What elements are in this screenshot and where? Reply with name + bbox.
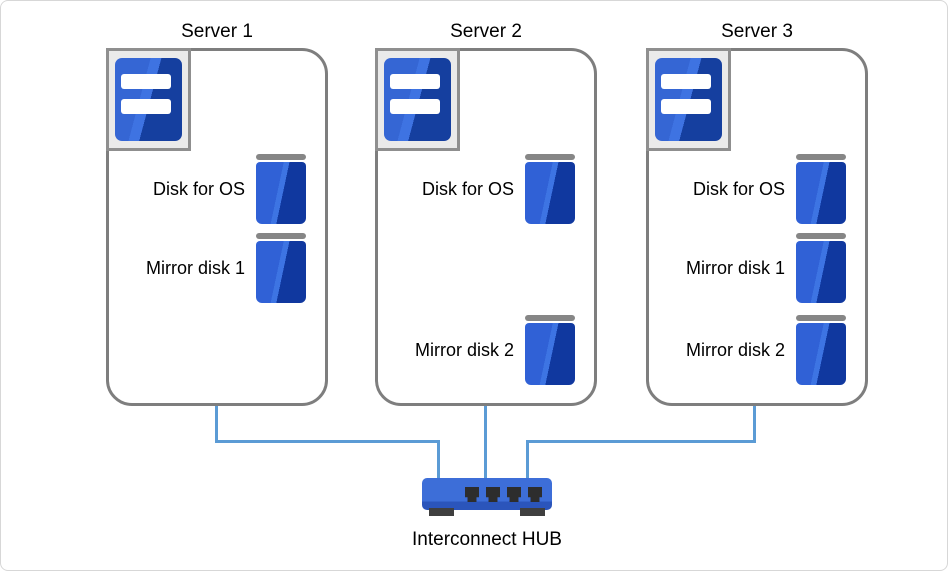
hub-foot-right (520, 508, 545, 516)
server-box: Disk for OS Mirror disk 2 (375, 48, 597, 406)
disk-row: Disk for OS (422, 154, 575, 224)
disk-label: Mirror disk 2 (414, 339, 514, 360)
connector-server3-vertical (753, 406, 756, 442)
disk-row: Mirror disk 2 (686, 315, 846, 385)
disk-label: Disk for OS (152, 178, 245, 199)
disk-label: Mirror disk 2 (685, 339, 785, 360)
disk-row: Mirror disk 2 (415, 315, 575, 385)
server-title: Server 3 (721, 21, 793, 42)
disk-body (796, 241, 846, 303)
server-group: Server 3 Disk for OS Mirror disk 1 Mirro… (646, 21, 868, 406)
server-tower-icon (106, 48, 191, 151)
server-tower-icon (375, 48, 460, 151)
connector-server2-vertical (484, 406, 487, 480)
disk-icon (525, 154, 575, 224)
server-tower-body (115, 58, 182, 141)
disk-icon (796, 233, 846, 303)
disk-cap (525, 154, 575, 160)
server-box: Disk for OS Mirror disk 1 Mirror disk 2 (646, 48, 868, 406)
disk-icon (256, 154, 306, 224)
disk-row: Mirror disk 1 (146, 233, 306, 303)
disk-row: Disk for OS (693, 154, 846, 224)
connector-server1-horizontal (215, 440, 440, 443)
hub-port-icon (486, 487, 500, 502)
disk-label: Mirror disk 1 (145, 257, 245, 278)
server-tower-body (384, 58, 451, 141)
disk-cap (796, 233, 846, 239)
server-bay-slot (661, 74, 711, 89)
disk-body (525, 323, 575, 385)
server-title: Server 1 (181, 21, 253, 42)
server-tower-icon (646, 48, 731, 151)
hub-port-icon (528, 487, 542, 502)
disk-cap (256, 154, 306, 160)
hub-icon (422, 478, 552, 516)
disk-row: Disk for OS (153, 154, 306, 224)
disk-body (796, 323, 846, 385)
disk-icon (796, 315, 846, 385)
disk-body (256, 241, 306, 303)
server-tower-body (655, 58, 722, 141)
disk-cap (796, 315, 846, 321)
disk-icon (256, 233, 306, 303)
disk-body (256, 162, 306, 224)
hub-label: Interconnect HUB (412, 529, 562, 550)
connector-server1-drop (437, 440, 440, 480)
disk-label: Disk for OS (692, 178, 785, 199)
disk-icon (525, 315, 575, 385)
disk-cap (525, 315, 575, 321)
connector-server3-horizontal (526, 440, 756, 443)
server-bay-slot (390, 74, 440, 89)
server-bay-slot (661, 99, 711, 114)
server-bay-slot (121, 74, 171, 89)
disk-cap (796, 154, 846, 160)
hub-port-icon (507, 487, 521, 502)
disk-body (796, 162, 846, 224)
disk-row: Mirror disk 1 (686, 233, 846, 303)
server-box: Disk for OS Mirror disk 1 (106, 48, 328, 406)
disk-label: Mirror disk 1 (685, 257, 785, 278)
server-title: Server 2 (450, 21, 522, 42)
disk-label: Disk for OS (421, 178, 514, 199)
disk-icon (796, 154, 846, 224)
server-group: Server 2 Disk for OS Mirror disk 2 (375, 21, 597, 406)
connector-server3-drop (526, 440, 529, 480)
server-bay-slot (121, 99, 171, 114)
connector-server1-vertical (215, 406, 218, 442)
server-bay-slot (390, 99, 440, 114)
server-group: Server 1 Disk for OS Mirror disk 1 (106, 21, 328, 406)
disk-body (525, 162, 575, 224)
hub-foot-left (429, 508, 454, 516)
disk-cap (256, 233, 306, 239)
hub-port-icon (465, 487, 479, 502)
